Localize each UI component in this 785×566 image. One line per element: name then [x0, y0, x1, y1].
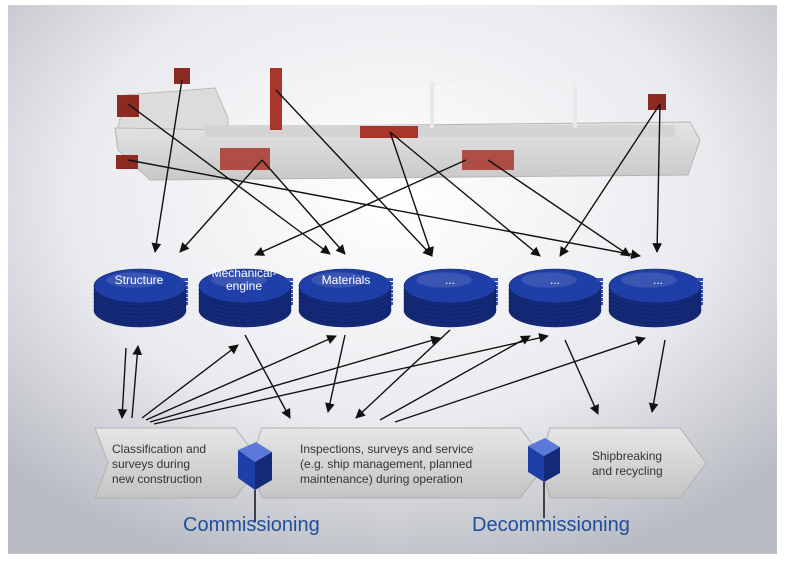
arrow	[179, 159, 263, 253]
commissioning-label: Commissioning	[183, 514, 320, 536]
phase-label-recycling: Shipbreaking and recycling	[592, 449, 663, 478]
stack-5	[508, 268, 603, 328]
stack-label-materials: Materials	[321, 273, 371, 287]
stack-1	[93, 268, 188, 328]
arrow	[275, 89, 433, 257]
arrow	[379, 335, 531, 421]
arrow	[153, 333, 549, 425]
arrow	[648, 339, 666, 413]
ship-deck	[205, 125, 675, 137]
arrow	[564, 339, 599, 415]
arrow	[394, 336, 646, 423]
stack-4	[403, 268, 498, 328]
arrow	[261, 159, 346, 255]
lifecycle-bar	[94, 427, 707, 522]
arrow	[149, 335, 441, 423]
ship	[114, 68, 701, 181]
stack-label-mechanical-engine: Mechanical- engine	[211, 266, 277, 293]
arrow	[389, 131, 434, 257]
phase-label-operation: Inspections, surveys and service (e.g. s…	[300, 442, 474, 486]
commissioning-cube	[238, 442, 272, 522]
arrow	[355, 329, 451, 419]
phase-chevron-construction	[94, 427, 263, 499]
stack-label-placeholder-1: ...	[444, 273, 455, 287]
arrow	[325, 334, 346, 413]
arrow	[389, 131, 541, 257]
ship-part-top-unit	[174, 68, 190, 84]
arrow	[145, 335, 337, 421]
stack-6	[608, 268, 703, 328]
stack-2	[198, 268, 293, 328]
ship-rigging	[434, 76, 576, 89]
phase-label-construction: Classification and surveys during new co…	[112, 442, 207, 486]
ship-part-bow-unit	[648, 94, 666, 110]
ship-part-mast	[270, 68, 282, 130]
decommissioning-cube	[528, 438, 560, 518]
arrow	[487, 159, 631, 257]
arrow	[652, 103, 663, 253]
arrow	[244, 334, 291, 419]
stack-label-placeholder-2: ...	[549, 273, 560, 287]
stack-label-placeholder-3: ...	[652, 273, 663, 287]
arrow	[559, 103, 661, 257]
arrow	[151, 79, 183, 253]
ship-part-engine-room	[220, 148, 270, 170]
decommissioning-label: Decommissioning	[472, 514, 630, 536]
arrow	[127, 159, 641, 260]
ship-part-bridge-unit	[117, 95, 139, 117]
arrow	[141, 344, 239, 419]
stack-label-structure: Structure	[114, 273, 164, 287]
stack-3	[298, 268, 393, 328]
arrows-group	[117, 79, 666, 425]
stacks-group	[93, 268, 703, 328]
arrow	[254, 159, 467, 256]
ship-part-stern-unit	[116, 155, 138, 169]
arrow	[131, 345, 143, 419]
arrow	[117, 347, 128, 419]
ship-part-hatch	[360, 126, 418, 138]
